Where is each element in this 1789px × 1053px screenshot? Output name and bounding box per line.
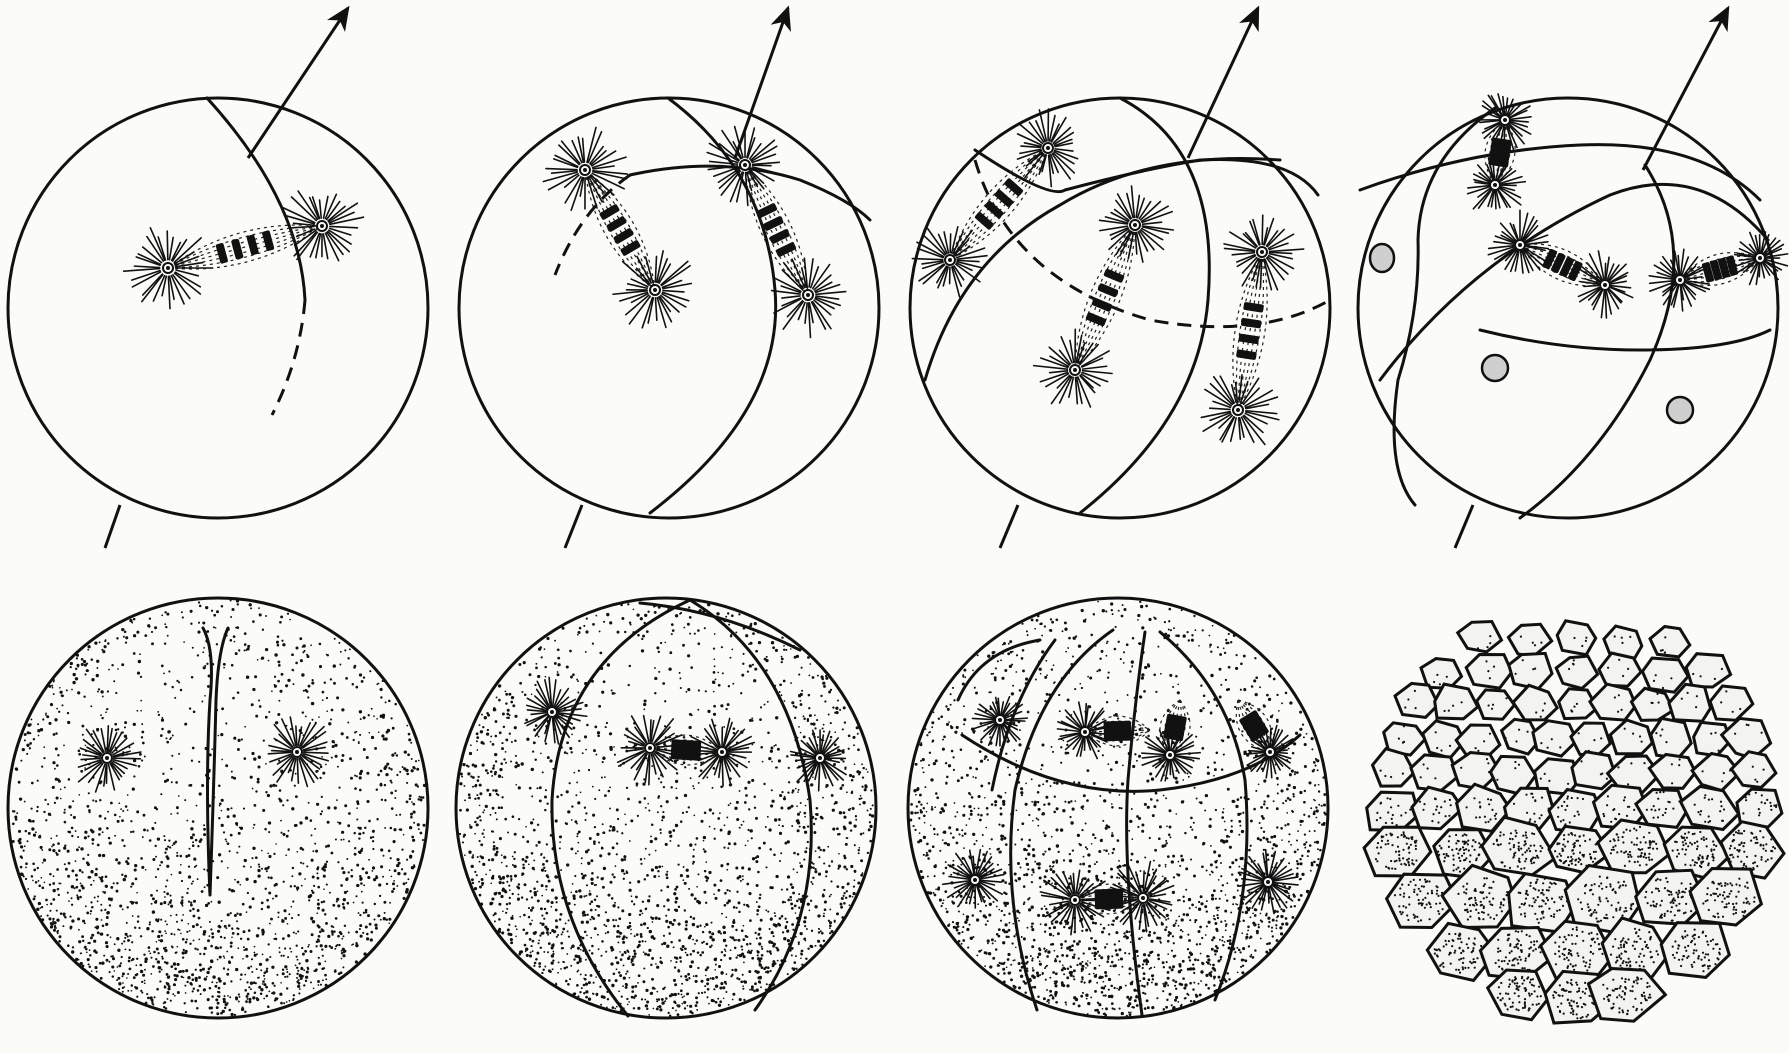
axis-arrow-icon: [248, 8, 348, 158]
aster-icon: [1034, 329, 1112, 407]
stage-8-cell-division: [910, 8, 1330, 548]
blastomere: [1435, 684, 1478, 719]
spindle-icon: [1233, 252, 1267, 410]
blastomere: [1488, 970, 1548, 1020]
blastomere: [1681, 786, 1739, 829]
aster-icon: [1578, 251, 1632, 318]
blastomere: [1367, 792, 1419, 830]
nucleus-icon: [1370, 244, 1394, 272]
egg-outline: [1358, 98, 1778, 518]
aster-icon: [1201, 375, 1279, 445]
spindle-icon: [1520, 244, 1605, 286]
cleavage-furrow-5: [1480, 330, 1770, 350]
axis-arrow-icon: [1188, 8, 1258, 158]
aster-icon: [268, 717, 328, 786]
aster-icon: [1224, 215, 1304, 290]
blastomere: [1556, 656, 1598, 688]
blastomere: [1599, 653, 1641, 686]
cleavage-furrow-3: [640, 603, 800, 650]
axis-arrow-icon: [735, 8, 788, 158]
blastomere: [1610, 720, 1652, 754]
stipple-shading: [909, 601, 1327, 1017]
stippled-4-cell: [456, 598, 876, 1018]
stippled-8-cell: [908, 598, 1328, 1018]
aster-icon: [525, 677, 587, 744]
egg-outline: [8, 98, 428, 518]
spindle-icon: [1075, 225, 1135, 370]
aster-icon: [1735, 232, 1788, 284]
aster-icon: [1110, 862, 1174, 932]
cleavage-furrow-3: [925, 158, 1280, 380]
aster-icon: [943, 850, 1004, 908]
aster-icon: [772, 258, 846, 337]
aster-icon: [613, 251, 691, 328]
cleavage-furrow-1: [552, 600, 690, 1016]
axis-tail: [1455, 505, 1473, 548]
aster-icon: [1649, 249, 1709, 311]
cleavage-furrow: [207, 98, 305, 300]
cleavage-furrow-m2: [1127, 632, 1145, 1015]
aster-icon: [543, 127, 627, 210]
blastomere: [1513, 685, 1557, 720]
blastomere: [1458, 622, 1502, 652]
blastomere: [1411, 755, 1458, 791]
stippled-2-cell: [8, 598, 428, 1018]
blastomere: [1686, 654, 1730, 687]
nucleus-icon: [1482, 355, 1508, 381]
blastomere: [1395, 683, 1438, 717]
stage-2-cell-division: [8, 8, 428, 548]
blastomere: [1412, 787, 1463, 829]
blastomere: [1632, 688, 1674, 720]
cleavage-furrow-hidden: [272, 300, 305, 415]
stage-16-cell-division: [1358, 8, 1788, 548]
stage-4-cell-division: [459, 8, 879, 548]
blastomere: [1731, 752, 1776, 788]
axis-arrow-icon: [1643, 8, 1728, 170]
blastomere: [1650, 627, 1690, 657]
axis-tail: [105, 505, 120, 548]
blastomere: [1590, 684, 1636, 720]
aster-icon: [1100, 186, 1174, 262]
blastomere: [1710, 686, 1753, 720]
aster-icon: [283, 191, 363, 261]
blastomere: [1508, 624, 1551, 656]
blastomere: [1364, 827, 1431, 876]
cleavage-furrow-m5: [958, 640, 1040, 700]
blastomere: [1557, 621, 1596, 655]
blastomere: [1509, 653, 1552, 689]
aster-icon: [124, 228, 213, 309]
blastomere: [1661, 923, 1729, 978]
nucleus-icon: [1667, 397, 1693, 423]
axis-tail: [565, 505, 582, 548]
stippled-blastula: [1364, 621, 1784, 1023]
blastomere: [1651, 718, 1691, 758]
aster-icon: [78, 726, 140, 792]
blastomere: [1477, 690, 1515, 719]
blastomere: [1571, 723, 1610, 755]
axis-tail: [1000, 505, 1018, 548]
